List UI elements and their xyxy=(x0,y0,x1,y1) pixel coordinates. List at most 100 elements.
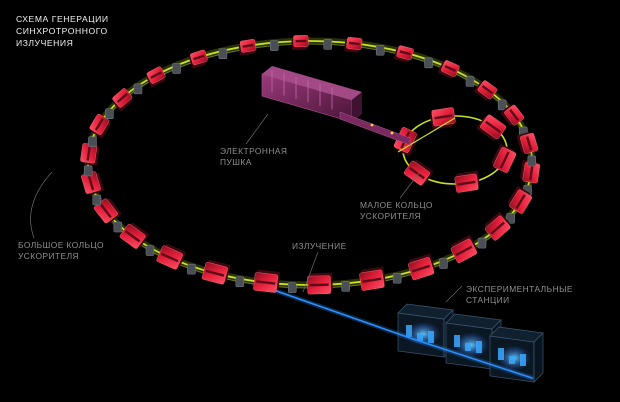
electron-gun-label: ЭЛЕКТРОННАЯ ПУШКА xyxy=(220,146,287,167)
big-ring-support-clamp xyxy=(465,76,475,87)
station-instrument-icon xyxy=(465,343,471,351)
electron-gun-label-line-2: ПУШКА xyxy=(220,156,252,167)
station-instrument-icon xyxy=(520,354,526,366)
magnet-gap xyxy=(529,165,534,181)
radiation-beam xyxy=(247,280,533,379)
big-ring-support-clamp xyxy=(424,57,433,69)
experimental-stations-label-line-1: ЭКСПЕРИМЕНТАЛЬНЫЕ xyxy=(466,284,573,294)
big-ring-magnet xyxy=(484,212,511,241)
big-ring-support-clamp xyxy=(288,282,297,293)
big-ring-magnet xyxy=(81,171,104,195)
magnet-gap xyxy=(509,109,520,122)
experimental-stations-label: ЭКСПЕРИМЕНТАЛЬНЫЕ СТАНЦИИ xyxy=(466,284,573,305)
electron-gun-side xyxy=(352,92,362,122)
big-ring-magnet xyxy=(80,143,100,166)
big-ring-support-clamp xyxy=(270,40,279,51)
station-side-face xyxy=(533,332,544,383)
small-ring-label-line-1: МАЛОЕ КОЛЬЦО xyxy=(360,200,433,210)
station-instrument-icon xyxy=(454,335,460,347)
magnet-gap xyxy=(124,230,141,243)
radiation-leader-line xyxy=(302,251,319,293)
magnet-gap xyxy=(408,166,425,180)
big-ring-support-clamp xyxy=(105,108,114,120)
small-ring-magnet xyxy=(403,159,434,186)
big-ring-label-line-1: БОЛЬШОЕ КОЛЬЦО xyxy=(18,240,104,250)
big-ring-support-clamp xyxy=(527,155,537,167)
big-ring-support-clamp xyxy=(172,63,181,74)
leader-lines xyxy=(30,113,463,303)
magnet-gap xyxy=(205,269,225,277)
magnet-gap xyxy=(193,54,205,61)
big-ring-magnet xyxy=(112,88,133,111)
magnet-gap xyxy=(525,136,533,151)
big-ring-magnet xyxy=(253,269,281,293)
big-ring-magnet xyxy=(359,266,386,291)
magnet-gap xyxy=(116,92,128,103)
title-line-3: ИЗЛУЧЕНИЯ xyxy=(16,38,74,48)
small-ring-magnet xyxy=(454,170,480,193)
diagram-title: СХЕМА ГЕНЕРАЦИИ СИНХРОТРОННОГО ИЗЛУЧЕНИЯ xyxy=(16,13,109,49)
magnet-gap xyxy=(94,118,104,131)
big-ring-magnet xyxy=(119,222,149,249)
electron-gun-leader-line xyxy=(245,113,269,145)
electron-bunch xyxy=(390,131,394,135)
big-ring-support-clamp xyxy=(83,165,93,177)
magnet-gap xyxy=(481,85,494,95)
title-line-1: СХЕМА ГЕНЕРАЦИИ xyxy=(16,14,109,24)
magnet-gap xyxy=(444,65,457,72)
station-instrument-icon xyxy=(476,341,482,353)
magnet-gap xyxy=(160,252,179,263)
small-ring-label-line-2: УСКОРИТЕЛЯ xyxy=(360,210,422,221)
transfer-line xyxy=(397,117,456,153)
big-ring-magnet xyxy=(394,45,414,63)
magnet-gap xyxy=(87,174,95,191)
title-line-2: СИНХРОТРОННОГО xyxy=(16,26,108,36)
big-ring-support-clamp xyxy=(218,48,228,60)
small-ring-magnet xyxy=(430,107,456,130)
linac-tube xyxy=(339,111,411,146)
magnet-gap xyxy=(242,43,254,48)
experimental-stations-leader-line xyxy=(445,285,463,303)
big-ring-magnet xyxy=(156,243,186,270)
big-ring-magnet xyxy=(189,49,208,69)
big-ring-support-clamp xyxy=(145,245,155,256)
big-ring-magnet xyxy=(307,272,333,295)
big-ring-magnet xyxy=(438,60,460,79)
big-ring-magnet xyxy=(500,104,525,126)
small-accelerator-ring xyxy=(393,107,517,193)
big-ring-label-line-2: УСКОРИТЕЛЯ xyxy=(18,250,80,261)
magnet-gap xyxy=(399,50,411,56)
big-ring-magnet xyxy=(291,35,309,50)
big-ring-magnet xyxy=(344,36,363,53)
big-ring-magnet xyxy=(450,235,478,264)
big-ring-support-clamp xyxy=(323,39,332,50)
small-ring-magnet xyxy=(476,114,507,141)
big-ring-magnet xyxy=(408,253,435,281)
big-ring-support-clamp xyxy=(477,237,487,249)
big-ring-support-clamp xyxy=(497,99,507,111)
station-instrument-icon xyxy=(417,333,423,341)
magnet-gap xyxy=(485,120,502,134)
big-ring-support-clamp xyxy=(439,258,448,269)
radiation-label-line-1: ИЗЛУЧЕНИЕ xyxy=(292,241,347,251)
small-ring-leader-line xyxy=(399,171,421,199)
magnet-gap xyxy=(499,151,510,169)
station-instrument-icon xyxy=(428,331,434,343)
big-ring-support-clamp xyxy=(506,212,515,224)
big-ring-magnet xyxy=(89,113,111,138)
radiation-beam-glow xyxy=(245,278,535,381)
experimental-stations-label-line-2: СТАНЦИИ xyxy=(466,294,510,305)
radiation-label: ИЗЛУЧЕНИЕ xyxy=(292,241,347,252)
big-ring-magnet xyxy=(474,80,498,101)
magnet-gap xyxy=(348,41,360,46)
magnet-gap xyxy=(457,180,476,186)
big-accelerator-ring xyxy=(80,35,541,295)
magnet-gap xyxy=(99,203,112,219)
big-ring-magnet xyxy=(201,259,231,285)
electron-bunch xyxy=(370,123,374,127)
big-ring-magnet xyxy=(516,132,539,154)
magnet-gap xyxy=(309,283,329,287)
big-ring-support-clamp xyxy=(341,281,350,292)
